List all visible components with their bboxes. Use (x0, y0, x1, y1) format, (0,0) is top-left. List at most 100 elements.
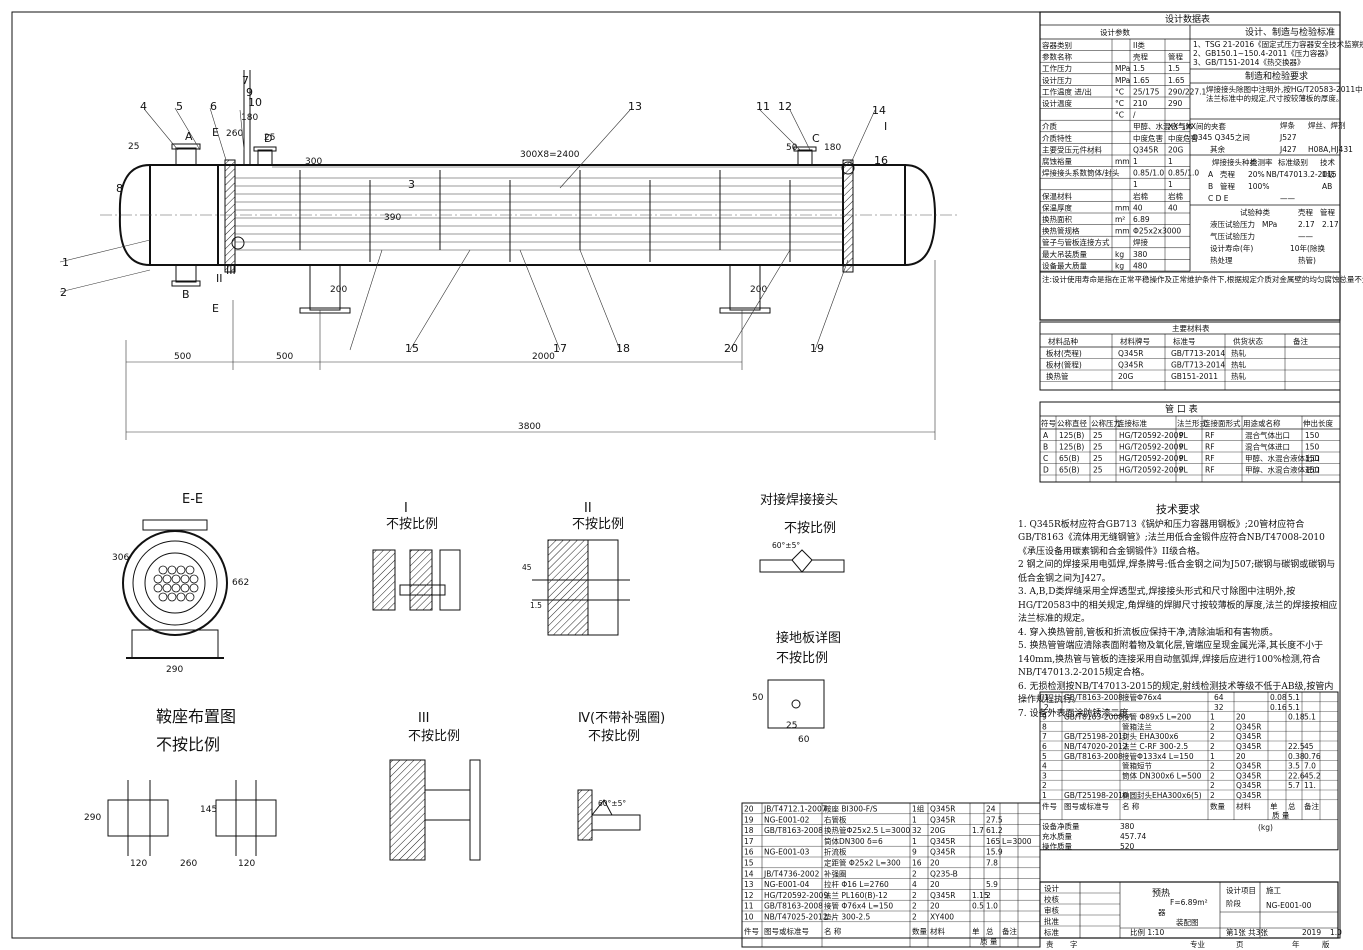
dim-200-left: 200 (330, 285, 347, 295)
title-block-foot: 字 (1070, 939, 1078, 949)
nozzle-a (175, 147, 197, 166)
design-param-unit: mm (1115, 227, 1130, 236)
parts2-cell: NB/T47020-2012 (1064, 742, 1128, 751)
design-param-shell: 210 (1133, 99, 1148, 108)
mark-detail-1: I (884, 120, 887, 133)
title-block-sheet: 第1张 共3张 (1226, 927, 1268, 937)
standard-item: 2、GB150.1~150.4-2011《压力容器》 (1193, 48, 1332, 58)
nozzle-header: 符号 (1041, 418, 1056, 428)
weld-mat-r2b: J427 (1279, 145, 1297, 154)
detail-3: III 不按比例 (389, 711, 481, 861)
materials-cell: 热轧 (1231, 371, 1247, 381)
design-param-label: 腐蚀裕量 (1042, 156, 1072, 166)
detail-2: II 不按比例 45 1.5 (522, 501, 630, 636)
saddle-layout: 鞍座布置图 不按比例 290 145 120 120 260 (84, 707, 277, 869)
nozzle-cell: 混合气体进口 (1245, 442, 1290, 452)
design-param-tube: 管程 (1168, 52, 1184, 62)
drain-nozzle (231, 236, 245, 250)
test-r1v2: 2.17 (1322, 220, 1339, 229)
design-param-tube: 中度危害 (1168, 133, 1198, 143)
nozzle-cell: 25 (1093, 466, 1103, 475)
tube-bundle (235, 177, 843, 251)
title-block-name-main: 预热 (1152, 887, 1170, 899)
materials-cell: GB/T713-2014 (1171, 349, 1225, 358)
dimension-lines (125, 166, 936, 440)
parts-cell: 13 (744, 880, 754, 889)
parts2-cell: 2 (1210, 791, 1215, 800)
parts2-misc: 2 (1044, 703, 1049, 712)
table-frame (1039, 881, 1339, 939)
standard-item: 1、TSG 21-2016《固定式压力容器安全技术监察规程》 (1193, 39, 1363, 49)
parts-mass-header: 质 量 (980, 936, 998, 946)
weld-note: 法兰标准中的规定,尺寸按较薄板的厚度。 (1206, 93, 1343, 103)
parts2-cell: 45 (1304, 742, 1314, 751)
right-tubesheet (842, 159, 854, 273)
materials-header: 标准号 (1173, 336, 1196, 346)
balloon-7: 7 (242, 74, 249, 87)
parts2-cell: 2 (1210, 722, 1215, 731)
design-param-unit: MPa (1115, 64, 1130, 73)
tube-pattern (153, 565, 199, 602)
nozzle-cell: 150 (1305, 431, 1320, 440)
balloon-1: 1 (62, 256, 69, 269)
dim-50: 50 (786, 143, 798, 153)
parts2-cell: 2 (1210, 781, 1215, 790)
balloon-11: 11 (756, 100, 770, 113)
nozzle-c (797, 149, 813, 166)
tech-req-item: 3. A,B,D类焊缝采用全焊透型式,焊接接头形式和尺寸除图中注明外,按HG/T… (1018, 587, 1338, 624)
parts2-cell: 9 (1042, 713, 1047, 722)
ndt-v5: AB (1322, 182, 1332, 191)
detail-2-subtitle: 不按比例 (572, 517, 624, 532)
parts-cell: L=3000 (1002, 837, 1032, 846)
parts-cell: 2 (912, 891, 917, 900)
nozzle-cell: 25 (1093, 431, 1103, 440)
ndt-h4: 技术 (1320, 157, 1336, 167)
mass-value: 457.74 (1120, 832, 1146, 841)
parts2-cell: 2 (1042, 781, 1047, 790)
ndt-cde: C D E (1208, 194, 1229, 203)
parts2-header: 件号 (1042, 801, 1057, 811)
parts2-misc: 0.16 (1270, 703, 1287, 712)
balloon-8: 8 (116, 182, 123, 195)
title-block: 设计校核审核批准标准预热F=6.89m²器装配图设计项目阶段施工NG-E001-… (1039, 881, 1342, 949)
title-block-area: F=6.89m² (1170, 898, 1208, 907)
nozzle-cell: B (1043, 443, 1048, 452)
parts2-cell: 接管 Φ89x5 L=200 (1122, 712, 1191, 722)
ndt-h2: 检测率 (1250, 157, 1273, 167)
design-param-tube: 290/227.1 (1168, 87, 1207, 96)
parts2-cell: 2 (1210, 742, 1215, 751)
nozzle-cell: 25 (1093, 454, 1103, 463)
parts-cell: GB/T8163-2008 (764, 826, 823, 835)
parts2-cell: 5.7 (1288, 781, 1300, 790)
design-param-shell: 380 (1133, 250, 1148, 259)
ndt-v4: Ⅲ级 (1322, 169, 1335, 179)
parts2-header: 数量 (1210, 801, 1226, 811)
ndt-a: A (1208, 170, 1214, 179)
parts2-misc: 接管Φ76x4 (1122, 692, 1162, 702)
saddle-title: 鞍座布置图 (156, 707, 236, 726)
parts2-cell: 筒体 DN300x6 L=500 (1122, 770, 1202, 780)
weld-mat-r1b: J527 (1279, 133, 1297, 142)
nozzle-cell: D (1043, 466, 1049, 475)
design-param-shell: 1 (1133, 180, 1138, 189)
design-param-tube: 40 (1168, 203, 1178, 212)
nozzle-cell: 150 (1305, 443, 1320, 452)
nozzle-cell: HG/T20592-2009 (1119, 454, 1183, 463)
balloon-16: 16 (874, 154, 888, 167)
nozzle-cell: HG/T20592-2009 (1119, 431, 1183, 440)
balloon-5: 5 (176, 100, 183, 113)
weld-mat-h2: 焊丝、焊剂 (1308, 120, 1346, 130)
table-frame (1039, 11, 1341, 321)
parts2-cell: 法兰 C-RF 300-2.5 (1122, 741, 1188, 751)
parts2-cell: 4 (1042, 762, 1047, 771)
mark-e-top: E (212, 126, 219, 139)
mass-label: 设备净质量 (1042, 821, 1080, 831)
parts-cell: Q345R (930, 891, 955, 900)
parts-cell: 1.0 (986, 902, 998, 911)
design-param-tube: 290 (1168, 99, 1183, 108)
materials-header: 备注 (1293, 336, 1309, 346)
nozzle-cell: 甲醇、水混合液体出口 (1245, 453, 1320, 463)
balloon-12: 12 (778, 100, 792, 113)
